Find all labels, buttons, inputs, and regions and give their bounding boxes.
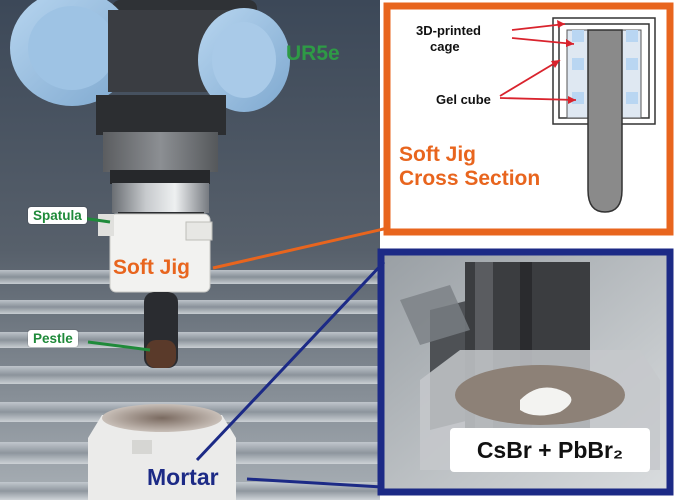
- pestle-label: Pestle: [28, 330, 78, 347]
- cross-section-diagram: [499, 17, 656, 213]
- gel-cube-annotation: Gel cube: [436, 92, 491, 107]
- cage-annotation-line2: cage: [430, 39, 460, 54]
- soft-jig-label: Soft Jig: [113, 256, 190, 279]
- cross-section-title-line2: Cross Section: [399, 167, 541, 190]
- cage-annotation-line1: 3D-printed: [416, 23, 481, 38]
- cross-section-title-line1: Soft Jig: [399, 143, 476, 166]
- mortar-object: [88, 404, 236, 500]
- soft-jig-body: [98, 213, 213, 293]
- spatula-label: Spatula: [28, 207, 87, 224]
- cage-annotation: 3D-printed cage: [416, 23, 516, 55]
- ur5e-label: UR5e: [286, 42, 340, 65]
- robot-arm: [10, 0, 290, 222]
- mortar-label: Mortar: [147, 464, 219, 490]
- chemicals-label: CsBr + PbBr₂: [450, 428, 650, 472]
- cross-section-title: Soft Jig Cross Section: [399, 143, 540, 191]
